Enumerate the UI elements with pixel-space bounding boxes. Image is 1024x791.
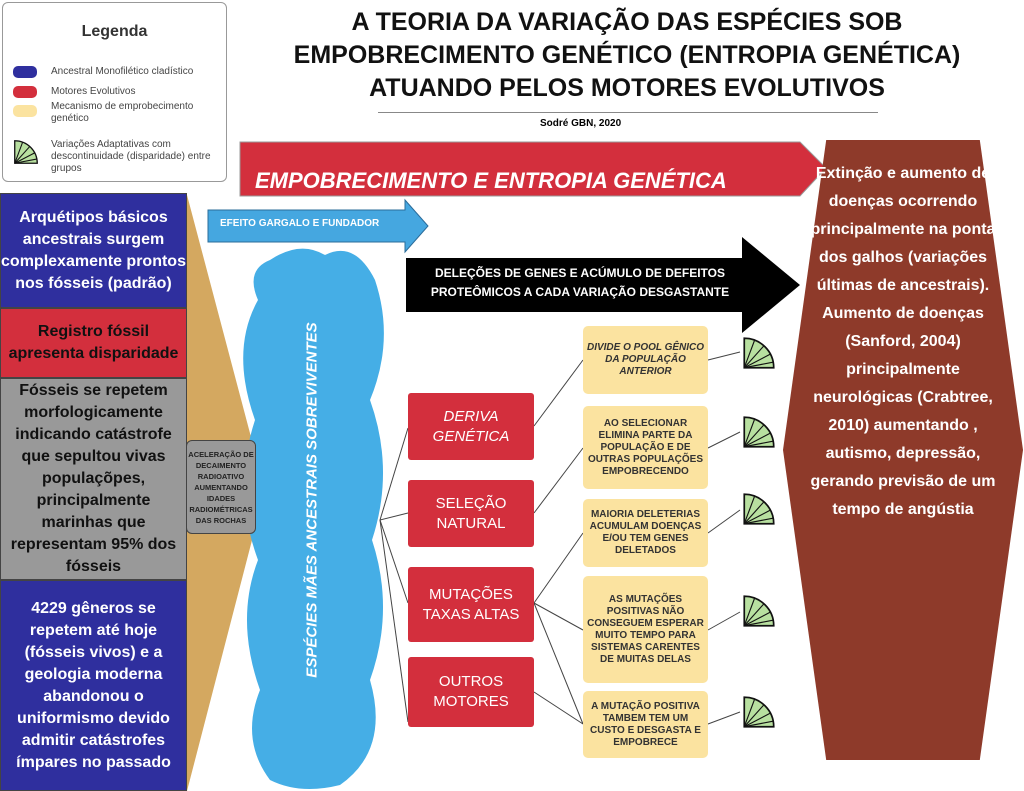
- fan-icon: [14, 140, 38, 164]
- legend-label: Mecanismo de emprobecimento genético: [51, 101, 194, 124]
- divider: [378, 112, 878, 113]
- legend-item: Mecanismo de emprobecimento genético: [13, 101, 223, 125]
- legend-item: Variações Adaptativas com descontinuidad…: [13, 139, 225, 175]
- cloud-shape: [243, 248, 384, 790]
- motor-drift: DERIVA GENÉTICA: [408, 393, 534, 460]
- author: Sodré GBN, 2020: [540, 118, 622, 129]
- ancestral-box: Arquétipos básicos ancestrais surgem com…: [0, 193, 187, 308]
- legend-swatch: [13, 105, 37, 117]
- mechanism-box: A MUTAÇÃO POSITIVA TAMBEM TEM UM CUSTO E…: [583, 691, 708, 758]
- banner-arrow: [239, 141, 827, 197]
- legend-label: Motores Evolutivos: [51, 86, 136, 97]
- fan-icon: [743, 696, 775, 728]
- legend-item: Ancestral Monofilético cladístico: [13, 66, 193, 78]
- fan-icon: [743, 493, 775, 525]
- radioactive-box: ACELERAÇÃO DE DECAIMENTO RADIOATIVO AUME…: [186, 440, 256, 534]
- living-fossils-box: 4229 gêneros se repetem até hoje (fóssei…: [0, 580, 187, 791]
- disparity-box: Registro fóssil apresenta disparidade: [0, 308, 187, 378]
- legend-swatch: [13, 66, 37, 78]
- mechanism-box: DIVIDE O POOL GÊNICO DA POPULAÇÃO ANTERI…: [583, 326, 708, 394]
- outcome-hexagon: [783, 140, 1023, 760]
- bottleneck-arrow: [207, 198, 429, 254]
- legend-item: Motores Evolutivos: [13, 86, 135, 98]
- fan-icon: [743, 595, 775, 627]
- outcome-text: Extinção e aumento de doenças ocorrendo …: [810, 165, 996, 518]
- deletions-label: DELEÇÕES DE GENES E ACÚMULO DE DEFEITOS …: [430, 266, 730, 299]
- legend-label: Ancestral Monofilético cladístico: [51, 66, 194, 77]
- bottleneck-label: EFEITO GARGALO E FUNDADOR: [220, 218, 380, 229]
- fan-icon: [743, 337, 775, 369]
- page-title: A TEORIA DA VARIAÇÃO DAS ESPÉCIES SOB EM…: [293, 8, 961, 102]
- mechanism-box: MAIORIA DELETERIAS ACUMULAM DOENÇAS E/OU…: [583, 499, 708, 567]
- motor-selection: SELEÇÃO NATURAL: [408, 480, 534, 547]
- cloud-label: ESPÉCIES MÃES ANCESTRAIS SOBREVIVENTES: [303, 322, 321, 678]
- mechanism-box: AO SELECIONAR ELIMINA PARTE DA POPULAÇÃO…: [583, 406, 708, 489]
- legend: Legenda Ancestral Monofilético cladístic…: [2, 2, 227, 182]
- fan-icon: [743, 416, 775, 448]
- mechanism-box: AS MUTAÇÕES POSITIVAS NÃO CONSEGUEM ESPE…: [583, 576, 708, 683]
- motor-mutations: MUTAÇÕES TAXAS ALTAS: [408, 567, 534, 642]
- legend-label: Variações Adaptativas com descontinuidad…: [51, 139, 211, 174]
- legend-title: Legenda: [81, 23, 148, 40]
- motor-others: OUTROS MOTORES: [408, 657, 534, 727]
- deletions-arrow: [406, 237, 800, 333]
- catastrophe-box: Fósseis se repetem morfologicamente indi…: [0, 378, 187, 580]
- banner-label: EMPOBRECIMENTO E ENTROPIA GENÉTICA: [255, 168, 727, 193]
- legend-swatch: [13, 86, 37, 98]
